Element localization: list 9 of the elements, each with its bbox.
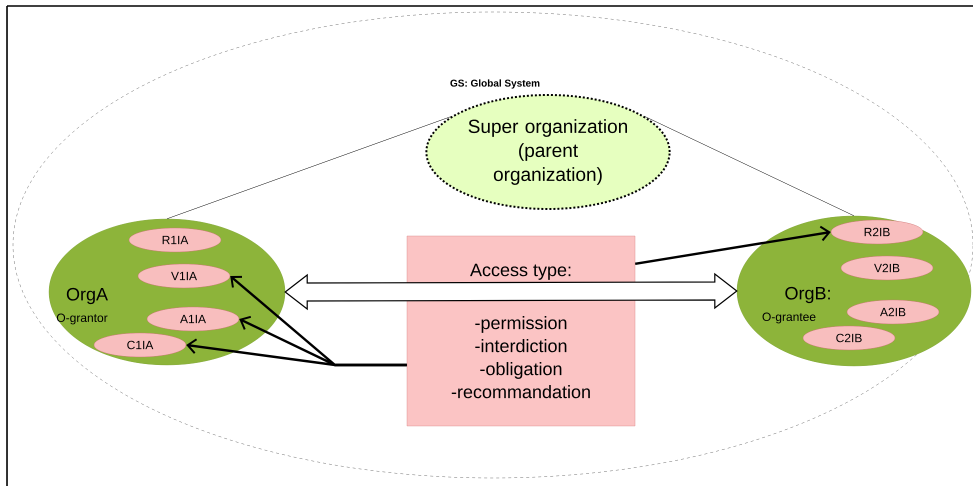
role-label: O-grantor bbox=[56, 314, 108, 324]
connector-line bbox=[644, 116, 854, 216]
organization-name: OrgB: bbox=[785, 286, 830, 304]
connector-line bbox=[166, 116, 452, 220]
arrow bbox=[635, 226, 831, 265]
arrow bbox=[186, 338, 407, 366]
access-box: Access type: -permission -interdiction -obligation -recommandation bbox=[406, 236, 636, 426]
organization-name: OrgA bbox=[66, 288, 108, 304]
role-label: O-grantee bbox=[762, 312, 816, 324]
